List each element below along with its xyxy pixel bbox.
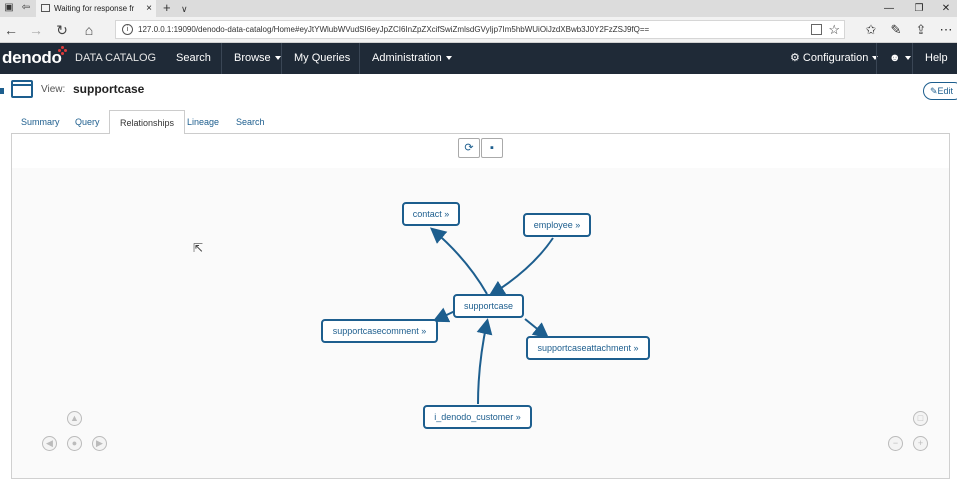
window-menu-icon[interactable]: ▣ (4, 2, 14, 13)
reload-icon[interactable]: ↻ (56, 22, 68, 38)
zoom-out-icon[interactable]: − (888, 436, 903, 451)
node-supportcasecomment[interactable]: supportcasecomment » (321, 319, 438, 343)
panel-toolbar: ⟳ ▪ (12, 134, 949, 168)
tab-list-icon[interactable]: ∨ (181, 4, 188, 14)
node-supportcaseattachment[interactable]: supportcaseattachment » (526, 336, 650, 360)
save-icon: ▪ (490, 142, 494, 154)
caret-down-icon (872, 56, 879, 61)
minimize-icon[interactable]: — (884, 3, 894, 14)
menu-user[interactable]: ☻ (876, 43, 923, 74)
pencil-icon: ✎ (930, 86, 938, 96)
tab-search[interactable]: Search (236, 117, 265, 127)
menu-administration[interactable]: Administration (359, 43, 464, 74)
edge-from-employee (488, 237, 554, 297)
menu-help[interactable]: Help (912, 43, 957, 74)
caret-down-icon (904, 56, 911, 61)
info-icon[interactable]: i (122, 24, 133, 35)
node-i-denodo-customer[interactable]: i_denodo_customer » (423, 405, 532, 429)
zoom-fit-icon[interactable]: □ (913, 411, 928, 426)
address-bar-row: ← → ↻ ⌂ i 127.0.0.1:19090/denodo-data-ca… (0, 17, 957, 43)
relationships-panel: ⟳ ▪ contact » employee » supportcase sup… (11, 134, 950, 479)
page-icon (41, 4, 50, 12)
menu-my-queries[interactable]: My Queries (281, 43, 362, 74)
browser-tab[interactable]: Waiting for response fr × (36, 0, 156, 17)
tab-relationships[interactable]: Relationships (109, 110, 186, 135)
favorites-icon[interactable]: ✩ (865, 22, 877, 37)
zoom-in-icon[interactable]: + (913, 436, 928, 451)
logo-dots-icon (58, 46, 68, 56)
page-bottom (0, 483, 957, 501)
tab-summary[interactable]: Summary (21, 117, 60, 127)
mouse-cursor-icon: ⇱ (193, 241, 204, 255)
pan-center-icon[interactable]: ● (67, 436, 82, 451)
forward-arrow-icon[interactable]: → (29, 22, 43, 38)
edit-button[interactable]: ✎Edit (923, 82, 957, 100)
favorite-star-icon[interactable]: ☆ (828, 22, 840, 37)
view-header: View: supportcase ✎Edit (0, 74, 957, 108)
caret-down-icon (445, 56, 452, 61)
pan-up-icon[interactable]: ▲ (67, 411, 82, 426)
pan-right-icon[interactable]: ▶ (92, 436, 107, 451)
edge-to-contact (429, 227, 488, 295)
relationship-graph-edges (429, 227, 554, 405)
node-employee[interactable]: employee » (523, 213, 591, 237)
url-field[interactable]: i 127.0.0.1:19090/denodo-data-catalog/Ho… (115, 20, 845, 39)
pan-left-icon[interactable]: ◀ (42, 436, 57, 451)
refresh-button[interactable]: ⟳ (458, 138, 480, 158)
back-arrow-icon[interactable]: ← (4, 22, 18, 38)
side-collapse-marker[interactable] (0, 88, 4, 94)
share-icon[interactable]: ⇪ (915, 22, 927, 37)
tab-query[interactable]: Query (75, 117, 100, 127)
node-contact[interactable]: contact » (402, 202, 460, 226)
denodo-logo[interactable]: denodo (2, 48, 62, 67)
tab-close-icon[interactable]: × (146, 3, 152, 14)
restore-icon[interactable]: ❐ (914, 3, 924, 14)
tab-title: Waiting for response fr (54, 4, 135, 13)
more-icon[interactable]: ⋯ (939, 22, 953, 37)
save-button[interactable]: ▪ (481, 138, 503, 158)
view-tabs: Summary Query Relationships Lineage Sear… (11, 110, 950, 135)
browser-tab-bar: ▣ ⇦ Waiting for response fr × + ∨ — ❐ ✕ (0, 0, 957, 17)
edge-to-attachment (524, 318, 550, 339)
caret-down-icon (274, 56, 281, 61)
reading-view-icon[interactable] (811, 24, 822, 35)
edge-to-comment (432, 307, 456, 323)
close-window-icon[interactable]: ✕ (941, 3, 951, 14)
tab-lineage[interactable]: Lineage (187, 117, 220, 127)
url-text: 127.0.0.1:19090/denodo-data-catalog/Home… (138, 25, 650, 34)
edge-from-customer (476, 318, 493, 405)
menu-configuration[interactable]: ⚙ Configuration (778, 43, 890, 74)
product-name: DATA CATALOG (75, 52, 157, 64)
tab-back-icon[interactable]: ⇦ (21, 2, 31, 13)
user-icon: ☻ (889, 52, 901, 64)
node-supportcase[interactable]: supportcase (453, 294, 524, 318)
home-icon[interactable]: ⌂ (84, 22, 94, 38)
app-navbar: denodo DATA CATALOG Search Browse My Que… (0, 43, 957, 74)
view-table-icon (11, 80, 33, 98)
menu-search[interactable]: Search (176, 52, 211, 64)
gear-icon: ⚙ (790, 52, 803, 64)
view-label: View: (41, 84, 66, 95)
menu-browse[interactable]: Browse (221, 43, 293, 74)
pen-icon[interactable]: ✎ (890, 22, 902, 37)
refresh-icon: ⟳ (464, 142, 474, 154)
new-tab-button[interactable]: + (163, 0, 171, 15)
view-name: supportcase (73, 82, 145, 96)
